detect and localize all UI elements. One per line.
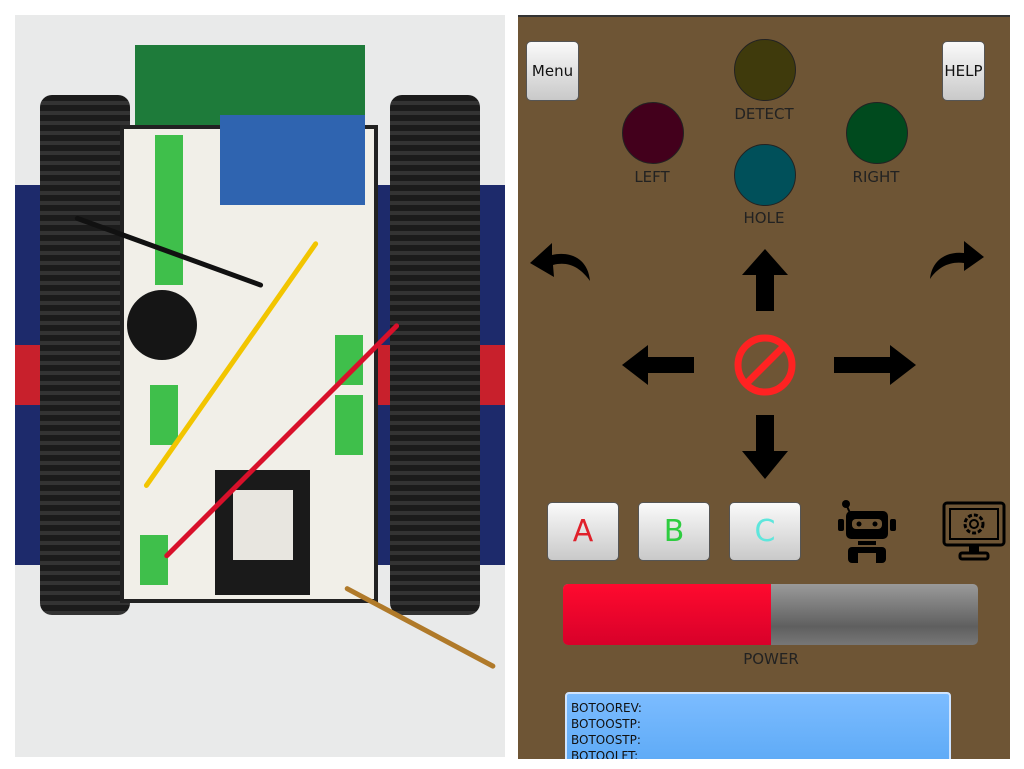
log-line: BOTOOSTP: <box>571 717 641 731</box>
stop-icon[interactable] <box>732 332 798 398</box>
right-label: RIGHT <box>852 168 900 186</box>
log-line: BOTOOREV: <box>571 701 642 715</box>
button-a-label: A <box>572 514 594 549</box>
button-c[interactable]: C <box>729 502 801 561</box>
button-b[interactable]: B <box>638 502 710 561</box>
help-button[interactable]: HELP <box>942 41 985 101</box>
menu-button[interactable]: Menu <box>526 41 579 101</box>
arrow-up-icon[interactable] <box>740 249 790 311</box>
hole-indicator <box>734 144 796 206</box>
terminal-block <box>155 135 183 285</box>
terminal-block <box>150 385 178 445</box>
button-c-label: C <box>754 514 776 549</box>
robot-control-app: Menu HELP DETECT LEFT RIGHT HOLE A B C P… <box>518 15 1010 759</box>
log-line: BOTOOLFT: <box>571 749 639 759</box>
rotate-left-icon[interactable] <box>528 237 598 287</box>
robot-photo <box>15 15 505 757</box>
arrow-left-icon[interactable] <box>622 345 694 385</box>
monitor-settings-icon[interactable] <box>942 501 1006 563</box>
message-log[interactable]: BOTOOREV: BOTOOSTP: BOTOOSTP: BOTOOLFT: <box>565 692 951 759</box>
left-track <box>40 95 130 615</box>
rotate-right-icon[interactable] <box>926 239 986 281</box>
power-bar-fill <box>563 584 771 645</box>
power-bar[interactable] <box>563 584 978 645</box>
button-b-label: B <box>663 514 685 549</box>
arrow-down-icon[interactable] <box>740 415 790 479</box>
left-label: LEFT <box>634 168 670 186</box>
left-indicator <box>622 102 684 164</box>
button-a[interactable]: A <box>547 502 619 561</box>
log-line: BOTOOSTP: <box>571 733 641 747</box>
detect-label: DETECT <box>734 105 794 123</box>
sensor-pcb <box>135 45 365 125</box>
robot-icon[interactable] <box>834 499 900 565</box>
terminal-block <box>140 535 168 585</box>
right-indicator <box>846 102 908 164</box>
terminal-block <box>335 395 363 455</box>
power-label: POWER <box>743 650 799 668</box>
right-track <box>390 95 480 615</box>
arrow-right-icon[interactable] <box>834 345 916 385</box>
hole-label: HOLE <box>743 209 785 227</box>
buzzer <box>127 290 197 360</box>
motor-driver-board <box>220 115 365 205</box>
detect-indicator <box>734 39 796 101</box>
